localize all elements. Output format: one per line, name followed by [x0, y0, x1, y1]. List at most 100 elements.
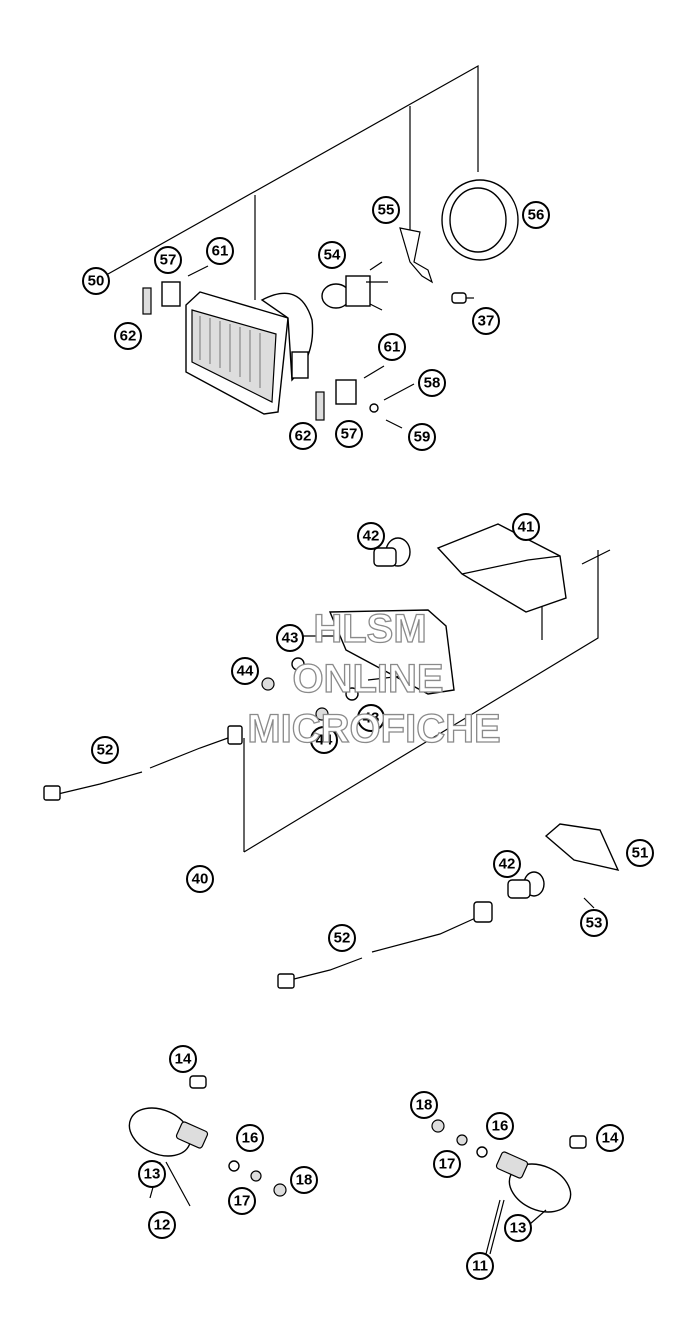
svg-text:57: 57 [341, 426, 358, 443]
svg-text:58: 58 [424, 375, 441, 392]
callout-18[interactable]: 18 [290, 1166, 318, 1194]
taillight-housing[interactable] [328, 609, 455, 695]
callout-41[interactable]: 41 [512, 513, 540, 541]
wiring-harness[interactable] [57, 737, 229, 795]
svg-text:11: 11 [472, 1258, 488, 1275]
callout-51[interactable]: 51 [626, 839, 654, 867]
callout-40[interactable]: 40 [186, 865, 214, 893]
svg-text:17: 17 [234, 1193, 251, 1210]
callout-18[interactable]: 18 [410, 1091, 438, 1119]
wiring-harness[interactable] [289, 915, 481, 981]
callout-37[interactable]: 37 [472, 307, 500, 335]
callout-50[interactable]: 50 [82, 267, 110, 295]
bolt[interactable] [363, 365, 385, 379]
watermark-line-1: HLSM [313, 607, 426, 651]
callout-43[interactable]: 43 [276, 624, 304, 652]
nut[interactable] [431, 1119, 445, 1133]
callout-52[interactable]: 52 [91, 736, 119, 764]
turn-signal-left[interactable] [122, 1099, 209, 1165]
svg-text:42: 42 [363, 528, 380, 545]
callout-14[interactable]: 14 [169, 1045, 197, 1073]
callout-61[interactable]: 61 [378, 333, 406, 361]
callout-52[interactable]: 52 [328, 924, 356, 952]
svg-text:61: 61 [212, 243, 229, 260]
nut[interactable] [250, 1170, 262, 1182]
svg-text:16: 16 [492, 1118, 509, 1135]
svg-text:42: 42 [499, 856, 516, 873]
indicator-bulb[interactable] [189, 1075, 207, 1089]
callout-16[interactable]: 16 [236, 1124, 264, 1152]
callout-53[interactable]: 53 [580, 909, 608, 937]
watermark: HLSM ONLINE MICROFICHE [247, 606, 502, 751]
taillight-lens[interactable] [436, 523, 567, 613]
headlight-bulb[interactable] [321, 261, 388, 311]
washer[interactable] [369, 403, 379, 413]
callout-43[interactable]: 43 [357, 704, 385, 732]
screw[interactable] [385, 419, 403, 429]
callout-61[interactable]: 61 [206, 237, 234, 265]
turn-signal-right[interactable] [495, 1151, 579, 1221]
indicator-bulb[interactable] [569, 1135, 587, 1149]
callout-42[interactable]: 42 [357, 522, 385, 550]
callout-56[interactable]: 56 [522, 201, 550, 229]
watermark-line-2: ONLINE [292, 657, 443, 701]
nut[interactable] [261, 677, 275, 691]
svg-text:16: 16 [242, 1130, 259, 1147]
nut[interactable] [273, 1183, 287, 1197]
washer[interactable] [228, 1160, 240, 1172]
callout-57[interactable]: 57 [154, 246, 182, 274]
svg-text:43: 43 [282, 630, 299, 647]
screw[interactable] [581, 549, 611, 565]
bulb-retaining-clip[interactable] [399, 227, 434, 284]
headlight-ring[interactable] [441, 179, 519, 261]
callout-44[interactable]: 44 [231, 657, 259, 685]
rubber-grommet[interactable] [315, 391, 325, 421]
svg-text:13: 13 [510, 1220, 527, 1237]
svg-text:61: 61 [384, 339, 401, 356]
svg-text:62: 62 [295, 428, 312, 445]
mounting-bracket[interactable] [161, 281, 181, 307]
nut[interactable] [456, 1134, 468, 1146]
svg-text:37: 37 [478, 313, 495, 330]
callout-13[interactable]: 13 [138, 1160, 166, 1188]
svg-text:51: 51 [632, 845, 649, 862]
callout-14[interactable]: 14 [596, 1124, 624, 1152]
svg-text:40: 40 [192, 871, 209, 888]
svg-text:53: 53 [586, 915, 603, 932]
svg-text:57: 57 [160, 252, 177, 269]
svg-text:50: 50 [88, 273, 105, 290]
license-light-housing[interactable] [544, 823, 620, 871]
callout-59[interactable]: 59 [408, 423, 436, 451]
callout-57[interactable]: 57 [335, 420, 363, 448]
callout-16[interactable]: 16 [486, 1112, 514, 1140]
svg-text:56: 56 [528, 207, 545, 224]
washer[interactable] [291, 657, 305, 671]
callout-13[interactable]: 13 [504, 1214, 532, 1242]
mounting-bracket[interactable] [335, 379, 357, 405]
svg-text:18: 18 [296, 1172, 313, 1189]
callout-62[interactable]: 62 [114, 322, 142, 350]
rubber-grommet[interactable] [142, 287, 152, 315]
washer[interactable] [476, 1146, 488, 1158]
callout-42[interactable]: 42 [493, 850, 521, 878]
callout-17[interactable]: 17 [228, 1187, 256, 1215]
svg-text:44: 44 [316, 732, 333, 749]
callout-12[interactable]: 12 [148, 1211, 176, 1239]
washer[interactable] [345, 687, 359, 701]
callout-62[interactable]: 62 [289, 422, 317, 450]
license-bulb[interactable] [507, 871, 545, 899]
bolt[interactable] [187, 265, 209, 277]
callout-44[interactable]: 44 [310, 726, 338, 754]
headlight-housing[interactable] [185, 291, 314, 415]
nut[interactable] [315, 707, 329, 721]
svg-text:12: 12 [154, 1217, 171, 1234]
callout-54[interactable]: 54 [318, 241, 346, 269]
callout-17[interactable]: 17 [433, 1150, 461, 1178]
taillight-bulb[interactable] [373, 537, 411, 567]
callout-55[interactable]: 55 [372, 196, 400, 224]
callout-11[interactable]: 11 [466, 1252, 494, 1280]
screw[interactable] [583, 897, 595, 909]
callout-58[interactable]: 58 [418, 369, 446, 397]
parking-bulb[interactable] [451, 292, 474, 304]
